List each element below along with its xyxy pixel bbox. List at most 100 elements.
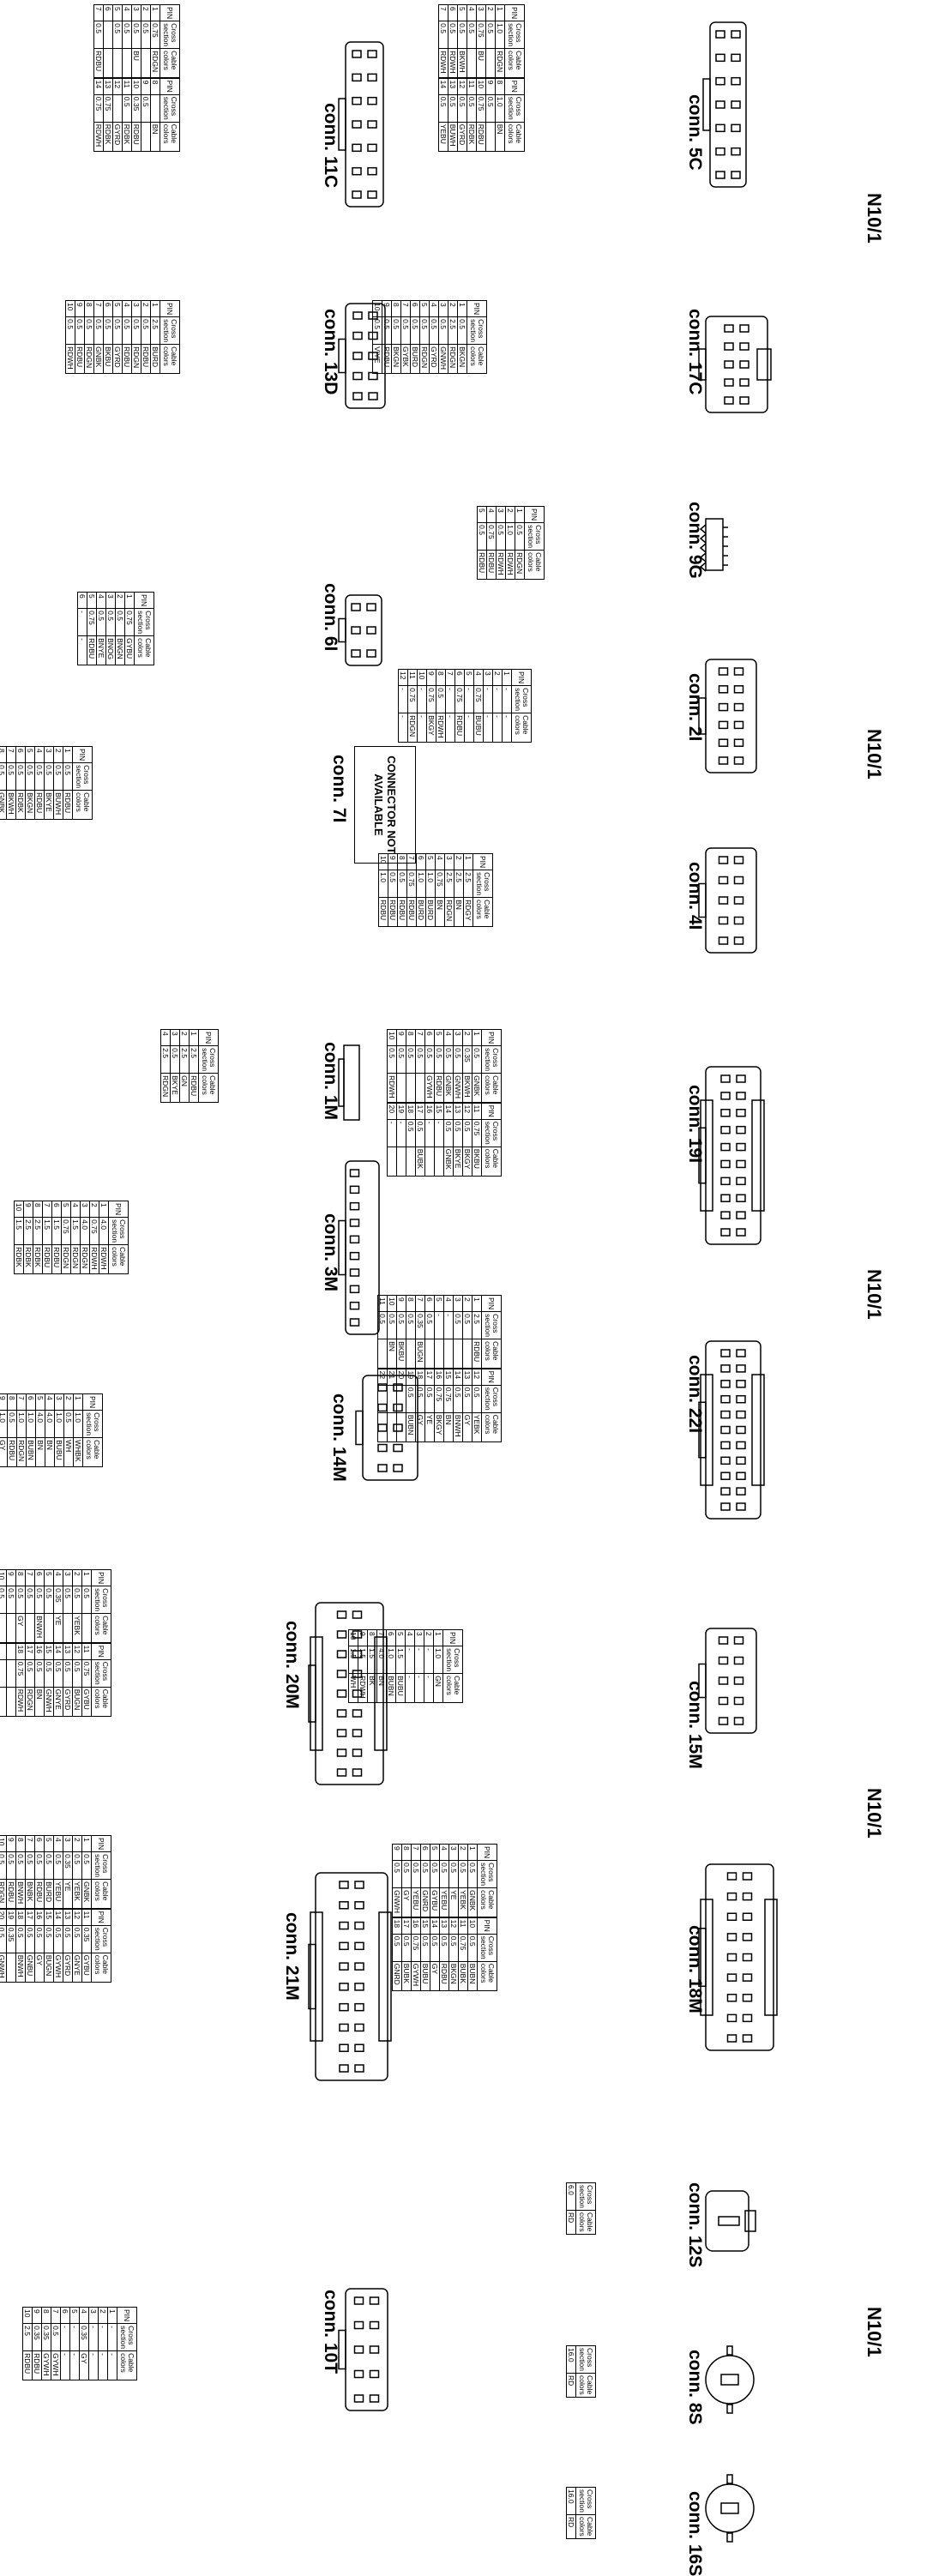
column-header-cross: Cross section: [467, 316, 487, 345]
table-cell: 1: [495, 4, 505, 21]
table-cell: BUBK: [415, 1147, 425, 1177]
table-cell: [6, 1687, 16, 1717]
column-header-cross: Cross section: [575, 2345, 596, 2374]
table-row: 2--: [492, 669, 503, 743]
table-cell: BNWH: [453, 1412, 463, 1442]
table-cell: BU: [476, 48, 486, 78]
table-cell: 2.5: [23, 1217, 33, 1245]
table-cell: BKBU: [472, 1147, 482, 1177]
table-cell: 3: [54, 1393, 64, 1411]
table-cell: 10: [467, 1917, 478, 1935]
table-cell: 0.5: [457, 94, 467, 123]
table-cell: 3: [476, 4, 486, 21]
table-cell: 4: [79, 2307, 89, 2324]
table-cell: GYRD: [63, 1953, 73, 1983]
table-cell: 0.5: [419, 316, 430, 345]
column-header-cross: Cross section: [481, 1385, 502, 1413]
table-cell: 0.5: [53, 1659, 63, 1688]
table-cell: 0.5: [115, 608, 125, 636]
table-cell: 0.5: [72, 1659, 82, 1688]
table-cell: 0.5: [131, 316, 141, 345]
table-cell: [396, 1073, 406, 1103]
table-cell: RDBU: [189, 1073, 199, 1103]
table-cell: 0.75: [476, 94, 486, 123]
table-cell: RDBK: [33, 1244, 43, 1274]
table-cell: 0.5: [448, 1934, 459, 1962]
table-cell: 0.5: [25, 1586, 35, 1614]
table-row: 10--: [417, 669, 427, 743]
column-header-cable: Cable colors: [481, 1073, 502, 1103]
table-cell: 0.5: [72, 1925, 82, 1953]
table-cell: GYWH: [53, 1953, 63, 1983]
table-cell: 13: [103, 77, 113, 95]
table-cell: [63, 1613, 73, 1643]
table-cell: 9: [75, 300, 85, 317]
table-cell: 0.5: [420, 1860, 430, 1888]
column-header-cross: Cross section: [91, 1659, 111, 1688]
table-cell: 4: [405, 1629, 415, 1646]
column-header-cross: Cross section: [160, 316, 180, 345]
table-cell: -: [434, 1311, 444, 1339]
connector-title: conn. 13D: [321, 309, 340, 395]
table-cell: BURD: [410, 344, 420, 374]
table-cell: GYBU: [124, 635, 135, 665]
table-cell: 2: [53, 746, 63, 763]
table-cell: 4: [473, 669, 484, 686]
table-cell: 19: [6, 1908, 16, 1926]
table-cell: [6, 1953, 16, 1983]
table-cell: [25, 1613, 35, 1643]
table-cell: 1.0: [425, 870, 436, 898]
table-cell: RDGN: [131, 344, 141, 374]
column-header-cross: Cross section: [504, 21, 525, 49]
table-cell: BKYE: [170, 1073, 180, 1103]
column-header-pin: PIN: [117, 2307, 137, 2324]
connector-not-available-note: CONNECTOR NOT AVAILABLE: [354, 746, 416, 864]
table-cell: 4: [122, 300, 132, 317]
table-cell: -: [398, 713, 408, 743]
table-cell: 7: [438, 4, 448, 21]
table-cell: 8: [41, 2307, 51, 2324]
table-cell: YEBK: [72, 1879, 82, 1909]
table-cell: 0.5: [34, 1851, 45, 1880]
table-cell: BUGN: [72, 1687, 82, 1717]
table-cell: -: [464, 713, 474, 743]
table-cell: 0.5: [401, 1860, 412, 1888]
table-cell: 0.75: [434, 1385, 444, 1413]
table-cell: 7: [415, 1029, 425, 1046]
table-cell: 0.5: [406, 1311, 416, 1339]
table-cell: RDWH: [99, 1244, 109, 1274]
table-cell: 0.35: [81, 1925, 92, 1953]
table-cell: [443, 1339, 454, 1369]
column-header-cross: Cross section: [91, 1851, 111, 1880]
table-cell: 0.5: [72, 1851, 82, 1880]
table-cell: BKGY: [462, 1147, 473, 1177]
table-cell: 0.5: [25, 1925, 35, 1953]
table-cell: 3: [131, 4, 141, 21]
table-cell: 1: [472, 1295, 482, 1312]
table-row: 3--: [88, 2307, 99, 2380]
table-cell: RDBU: [93, 48, 104, 78]
table-cell: 0.5: [436, 685, 446, 713]
connector-title: conn. 7I: [329, 755, 349, 823]
